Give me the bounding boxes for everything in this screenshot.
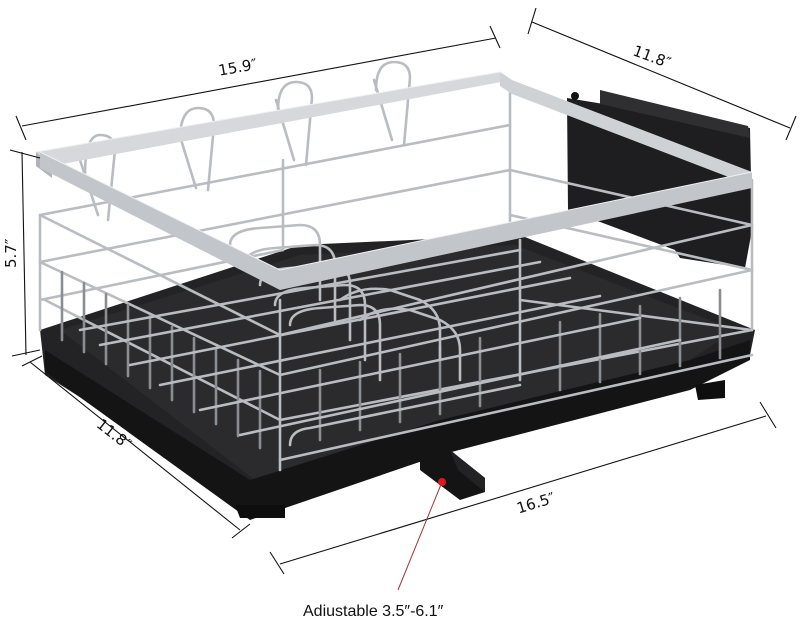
- adjustable-spout-callout: Adiustable 3.5″-6.1″: [303, 478, 446, 620]
- tray-foot-right: [695, 380, 725, 400]
- wire-basket: [35, 60, 754, 472]
- dimension-label-top-width: 15.9″: [217, 55, 259, 80]
- drain-spout: [420, 450, 485, 500]
- callout-label: Adiustable 3.5″-6.1″: [303, 603, 444, 620]
- utensil-holder: [567, 90, 752, 268]
- dimension-label-height: 5.7″: [2, 238, 20, 268]
- dimension-height: 5.7″: [2, 149, 41, 357]
- dimension-label-right-depth: 11.8″: [630, 42, 673, 72]
- tray-foot-front: [235, 505, 285, 518]
- plate-rack: [228, 223, 522, 447]
- top-frame: [35, 71, 753, 290]
- dimension-label-bottom-length: 16.5″: [515, 489, 558, 518]
- callout-dot-icon: [438, 478, 446, 486]
